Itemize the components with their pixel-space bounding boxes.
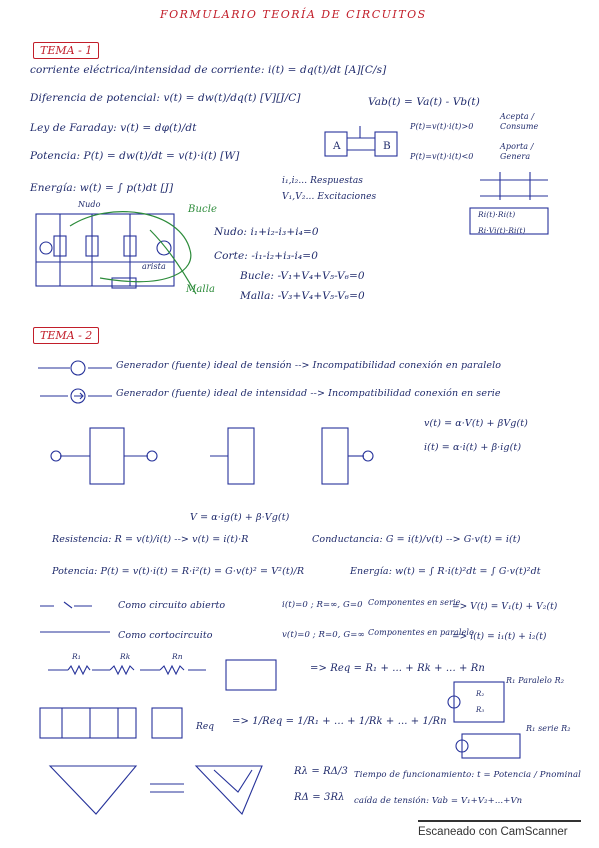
malla-equation: Malla: -V₃+V₄+V₅-V₆=0 <box>240 290 365 302</box>
excitaciones-label: V₁,V₂... Excitaciones <box>282 192 377 202</box>
vab-formula: Vab(t) = Va(t) - Vb(t) <box>368 96 480 108</box>
p-positive-note: Acepta / Consume <box>500 112 539 131</box>
tiempo-formula: Tiempo de funcionamiento: t = Potencia /… <box>354 770 581 780</box>
network-frame <box>35 213 175 287</box>
footer-rule <box>418 820 581 822</box>
small-fig-top-label: Ri(t)·Ri(t) <box>478 210 516 219</box>
p-negative: P(t)=v(t)·i(t)<0 <box>410 152 474 161</box>
nudo-equation: Nudo: i₁+i₂-i₃+i₄=0 <box>214 226 319 238</box>
v-equation-1: v(t) = α·V(t) + βVg(t) <box>424 418 528 429</box>
box-a-label: A <box>333 140 341 152</box>
cortocircuito: Como cortocircuito <box>118 630 213 641</box>
tema1-label: TEMA - 1 <box>33 42 100 59</box>
arista-tag: arista <box>142 262 166 271</box>
p-negative-note: Aporta / Genera <box>500 142 534 161</box>
circuito-abierto-cond: i(t)=0 ; R=∞, G=0 <box>282 600 363 610</box>
label-rn: Rn <box>172 652 183 661</box>
cortocircuito-cond: v(t)=0 ; R=0, G=∞ <box>282 630 365 640</box>
corriente-formula: corriente eléctrica/intensidad de corrie… <box>30 64 387 76</box>
r-lambda-formula: Rλ = RΔ/3 <box>294 766 348 777</box>
circuito-abierto: Como circuito abierto <box>118 600 226 611</box>
faraday-formula: Ley de Faraday: v(t) = dφ(t)/dt <box>30 122 197 134</box>
label-r2: R₂ <box>476 690 485 698</box>
conductancia-formula: Conductancia: G = i(t)/v(t) --> G·v(t) =… <box>312 534 521 545</box>
v-equation-2: V = α·ig(t) + β·Vg(t) <box>190 512 290 523</box>
r-delta-formula: RΔ = 3Rλ <box>294 792 345 803</box>
potencia-formula: Potencia: P(t) = dw(t)/dt = v(t)·i(t) [W… <box>30 150 240 162</box>
caida-formula: caída de tensión: Vab = V₁+V₂+...+Vn <box>354 796 523 806</box>
box-b-label: B <box>383 140 391 152</box>
label-r3: R₃ <box>476 706 485 714</box>
label-req: Req <box>196 722 215 732</box>
small-fig-bottom-label: Ri·Vi(t)·Ri(t) <box>478 226 526 235</box>
box-b <box>374 131 398 157</box>
r1-paralelo-r2: R₁ Paralelo R₂ <box>506 676 565 685</box>
label-rk: Rk <box>120 652 131 661</box>
bucle-tag: Bucle <box>188 204 218 215</box>
gen-intensidad: Generador (fuente) ideal de intensidad -… <box>116 388 501 399</box>
serie-equation: => V(t) = V₁(t) + V₂(t) <box>452 602 558 612</box>
bucle-equation: Bucle: -V₁+V₄+V₅-V₆=0 <box>240 270 365 282</box>
tema2-label: TEMA - 2 <box>33 327 100 344</box>
malla-tag: Malla <box>186 284 216 295</box>
nudo-tag: Nudo <box>78 200 101 209</box>
i-equation-1: i(t) = α·i(t) + β·ig(t) <box>424 442 522 453</box>
r1-serie-r2: R₁ serie R₂ <box>526 724 571 733</box>
diferencia-formula: Diferencia de potencial: v(t) = dw(t)/dq… <box>30 92 301 104</box>
corte-equation: Corte: -i₁-i₂+i₃-i₄=0 <box>214 250 318 262</box>
potencia2-formula: Potencia: P(t) = v(t)·i(t) = R·i²(t) = G… <box>52 566 305 577</box>
camscanner-watermark: Escaneado con CamScanner <box>418 826 568 838</box>
energia-formula: Energía: w(t) = ∫ p(t)dt [J] <box>30 182 174 194</box>
label-r1: R₁ <box>72 652 81 661</box>
serie-note: Componentes en serie <box>368 598 461 607</box>
resistencia-formula: Resistencia: R = v(t)/i(t) --> v(t) = i(… <box>52 534 249 545</box>
box-a <box>324 131 348 157</box>
gen-tension: Generador (fuente) ideal de tensión --> … <box>116 360 502 371</box>
p-positive: P(t)=v(t)·i(t)>0 <box>410 122 474 131</box>
req-serie-formula: => Req = R₁ + ... + Rk + ... + Rn <box>310 663 485 674</box>
respuestas-label: i₁,i₂... Respuestas <box>282 176 364 186</box>
paralelo-equation: => i(t) = i₁(t) + i₂(t) <box>452 632 547 642</box>
req-paralelo-formula: => 1/Req = 1/R₁ + ... + 1/Rk + ... + 1/R… <box>232 716 447 727</box>
energia2-formula: Energía: w(t) = ∫ R·i(t)²dt = ∫ G·v(t)²d… <box>350 566 541 577</box>
paralelo-note: Componentes en paralelo <box>368 628 474 637</box>
page-title: FORMULARIO TEORÍA DE CIRCUITOS <box>160 8 427 21</box>
